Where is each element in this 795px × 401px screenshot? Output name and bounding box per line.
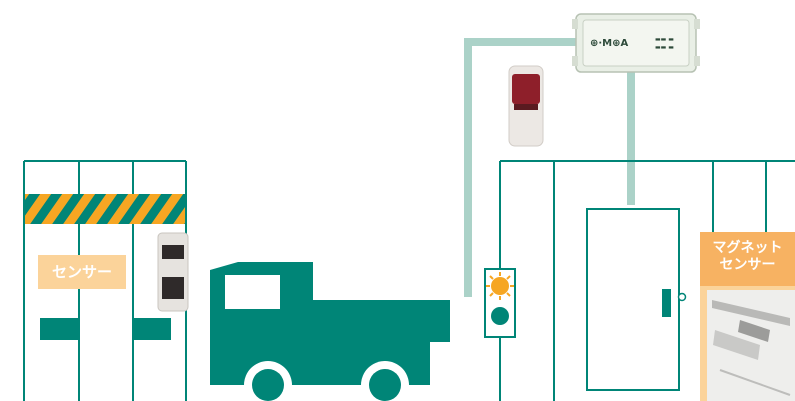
warning-beacon bbox=[509, 66, 543, 146]
sensor-label: センサー bbox=[38, 255, 126, 289]
signal-green-lamp bbox=[491, 307, 509, 325]
magnet-sensor-label-line1: マグネット bbox=[700, 240, 795, 257]
truck-bed bbox=[313, 300, 450, 342]
magnet-sensor-photo bbox=[700, 285, 795, 401]
magnet-sensor-label-line2: センサー bbox=[700, 257, 795, 274]
controller-small-text-1: ▬▬ ▬ bbox=[655, 36, 674, 44]
controller-brand-label: ⊕·M⊕A bbox=[590, 38, 650, 49]
controller-small-text-2: ▬▬ ▬ bbox=[655, 44, 674, 52]
door-magnet bbox=[662, 289, 671, 317]
signal-light bbox=[485, 269, 515, 337]
truck-window bbox=[225, 275, 280, 309]
controller-small-text: ▬▬ ▬ ▬▬ ▬ bbox=[655, 36, 674, 52]
gate-sensor-device bbox=[158, 233, 188, 311]
gate-bar-right bbox=[133, 318, 171, 340]
striped-barrier bbox=[25, 194, 185, 224]
magnet-pointer-dot bbox=[679, 294, 686, 301]
magnet-sensor-label: マグネット センサー bbox=[700, 232, 795, 286]
gate-bar-left bbox=[40, 318, 80, 340]
truck-icon bbox=[210, 262, 450, 401]
